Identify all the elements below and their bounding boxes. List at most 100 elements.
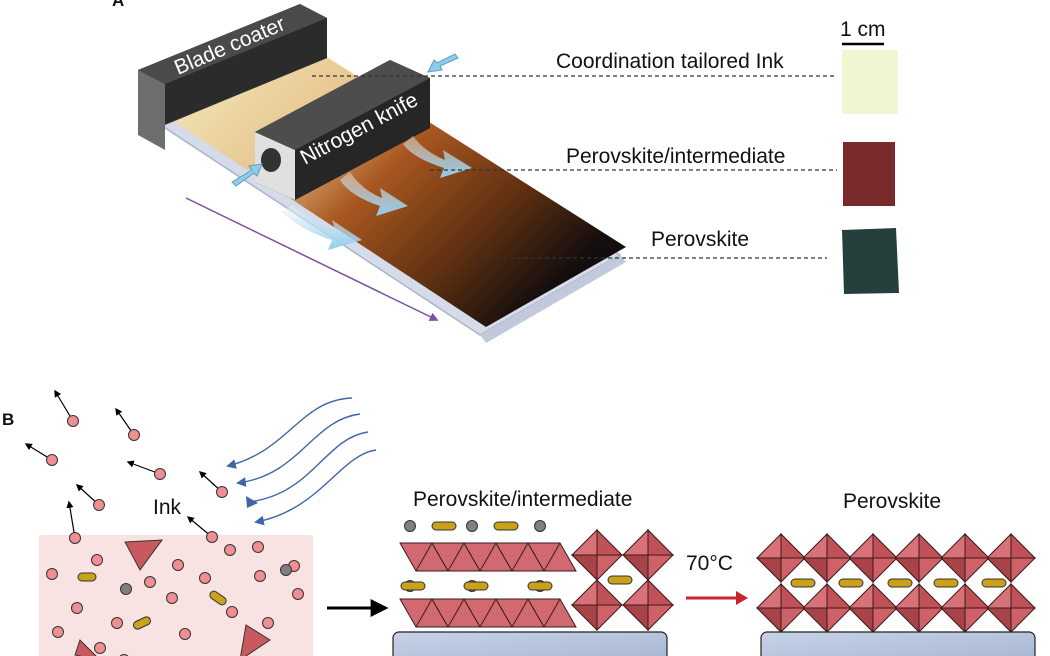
precursor-triangle (240, 624, 271, 656)
ink-label-b: Ink (153, 496, 182, 519)
solvent-molecule (206, 531, 218, 543)
octahedron-face (893, 532, 920, 559)
evaporating-solvent (24, 389, 228, 544)
coating-direction-arrow (185, 197, 439, 321)
octahedron-face (939, 557, 966, 584)
gas-inlet-arrow-left (231, 163, 263, 187)
gray-molecule (404, 520, 416, 532)
octahedron-face (939, 582, 966, 609)
prism-edge (479, 598, 497, 628)
solvent-molecule (262, 617, 274, 629)
octahedron-face (755, 557, 782, 584)
octahedron-face (647, 604, 675, 632)
gas-flow-curves (226, 397, 377, 526)
solvent-molecule (93, 499, 105, 511)
octahedron-face (964, 607, 991, 634)
solvent-molecule (254, 570, 266, 582)
anneal-temperature: 70°C (686, 552, 733, 575)
octahedron-face (755, 582, 782, 609)
octahedron (570, 578, 624, 632)
solvent-molecule (144, 576, 156, 588)
gray-molecule (534, 520, 546, 532)
intermediate-structure (399, 520, 675, 632)
octahedron-face (801, 532, 828, 559)
gray-molecule (280, 564, 292, 576)
octahedron-face (801, 557, 828, 584)
octahedron-face (826, 607, 853, 634)
octahedron (621, 528, 675, 582)
octahedron-face (647, 528, 675, 556)
ligand-molecule (77, 572, 97, 582)
substrate-perovskite (760, 631, 1036, 656)
ligand-molecule (463, 581, 489, 591)
octahedron-face (872, 532, 899, 559)
octahedron-face (847, 532, 874, 559)
octahedron (755, 582, 807, 634)
ligand-molecule (790, 578, 816, 588)
prism-edge (447, 598, 465, 628)
octahedron-face (1010, 607, 1037, 634)
prism-edge (415, 598, 433, 628)
octahedron-face (847, 557, 874, 584)
ink-label: Coordination tailored Ink (556, 50, 784, 73)
octahedron-face (985, 532, 1012, 559)
solvent-molecule (46, 454, 58, 466)
ligand-molecule (132, 616, 152, 630)
solvent-molecule (252, 541, 264, 553)
octahedron (939, 532, 991, 584)
ligand-molecule (933, 578, 959, 588)
solvent-molecule (71, 602, 83, 614)
evaporation-arrow (66, 500, 76, 539)
octahedron-face (647, 578, 675, 606)
solvent-molecule (226, 606, 238, 618)
octahedron-face (755, 532, 782, 559)
octahedron-face (1010, 532, 1037, 559)
octahedron-face (570, 578, 598, 606)
substrate-intermediate (392, 631, 668, 656)
gray-molecule (466, 520, 478, 532)
perovskite-title: Perovskite (843, 490, 941, 513)
octahedron (801, 582, 853, 634)
prism-edge (447, 542, 465, 572)
precursor-triangle (124, 539, 164, 571)
perovskite-label-a: Perovskite (651, 228, 749, 251)
solvent-molecule (154, 468, 166, 480)
octahedron-face (1010, 557, 1037, 584)
octahedron-face (647, 554, 675, 582)
octahedron-face (985, 607, 1012, 634)
octahedron (621, 578, 675, 632)
octahedron (847, 582, 899, 634)
octahedron (847, 532, 899, 584)
octahedron-face (780, 532, 807, 559)
intermediate-label: Perovskite/intermediate (566, 145, 785, 168)
octahedron-face (801, 607, 828, 634)
solvent-molecule (216, 486, 228, 498)
solvent-molecule (67, 415, 79, 427)
precursor-triangle (74, 639, 97, 656)
solvent-molecule (166, 592, 178, 604)
octahedron-face (1010, 582, 1037, 609)
ligand-molecule (887, 578, 913, 588)
octahedron-face (985, 582, 1012, 609)
gas-arrow-1 (282, 205, 362, 250)
ink-swatch (842, 50, 898, 114)
solvent-molecule (172, 559, 184, 571)
octahedron-face (918, 607, 945, 634)
solvent-molecule (52, 626, 64, 638)
octahedron (893, 532, 945, 584)
octahedron-face (621, 528, 649, 556)
octahedron-face (780, 582, 807, 609)
prism-edge (415, 542, 433, 572)
perovskite-swatch (842, 228, 899, 294)
octahedron-face (826, 582, 853, 609)
octahedron-face (780, 607, 807, 634)
solvent-molecule (199, 572, 211, 584)
perovskite-structure (755, 532, 1037, 634)
octahedron-face (918, 582, 945, 609)
prism-edge (479, 542, 497, 572)
octahedron-face (570, 528, 598, 556)
octahedron-face (872, 557, 899, 584)
octahedron-face (801, 582, 828, 609)
scale-bar-label: 1 cm (840, 18, 886, 41)
